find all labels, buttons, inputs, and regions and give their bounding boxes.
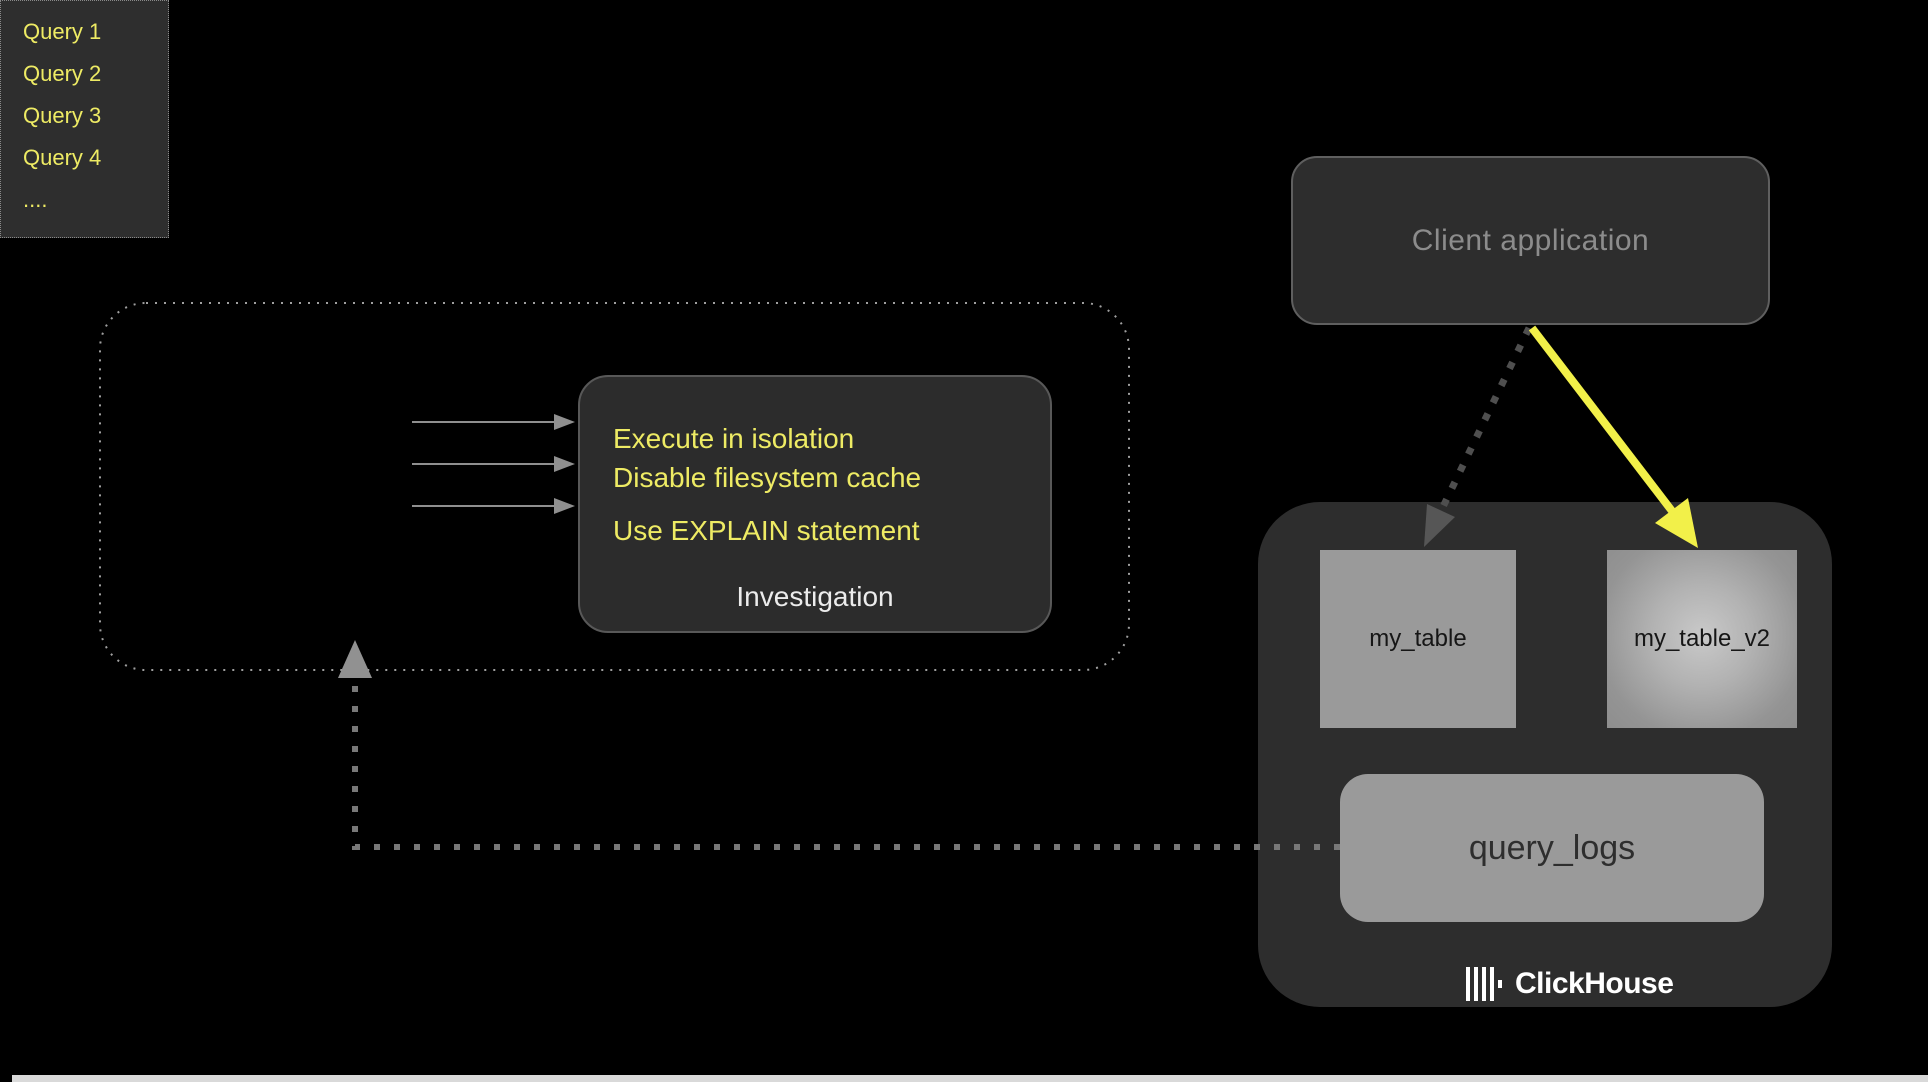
query-to-investigation-arrows bbox=[412, 414, 575, 514]
client-application-box: Client application bbox=[1291, 156, 1770, 325]
my-table-v2-label: my_table_v2 bbox=[1633, 625, 1771, 652]
clickhouse-brand-text: ClickHouse bbox=[1515, 967, 1674, 1000]
my-table-box: my_table bbox=[1320, 550, 1516, 728]
my-table-v2-box: my_table_v2 bbox=[1607, 550, 1797, 728]
clickhouse-bars-icon bbox=[1466, 967, 1506, 1001]
client-application-label: Client application bbox=[1411, 223, 1650, 257]
query-item-2: Query 2 bbox=[23, 61, 102, 86]
slide-bottom-edge bbox=[12, 1075, 1928, 1082]
query-item-3: Query 3 bbox=[23, 103, 102, 128]
query-item-ellipsis: .... bbox=[23, 187, 48, 212]
my-table-label: my_table bbox=[1369, 625, 1467, 652]
query-logs-box: query_logs bbox=[1340, 774, 1764, 922]
investigation-tip-2: Disable filesystem cache bbox=[613, 462, 922, 493]
query-list-box: Query 1 Query 2 Query 3 Query 4 .... bbox=[0, 0, 169, 238]
investigation-tip-3: Use EXPLAIN statement bbox=[613, 515, 920, 546]
querylogs-to-queries-dotted-arrow bbox=[338, 640, 1340, 850]
query-logs-label: query_logs bbox=[1468, 828, 1636, 867]
investigation-tip-1: Execute in isolation bbox=[613, 423, 855, 454]
investigation-caption: Investigation bbox=[736, 581, 894, 612]
clickhouse-logo: ClickHouse bbox=[1466, 967, 1674, 1001]
query-item-1: Query 1 bbox=[23, 19, 102, 44]
query-item-4: Query 4 bbox=[23, 145, 102, 170]
